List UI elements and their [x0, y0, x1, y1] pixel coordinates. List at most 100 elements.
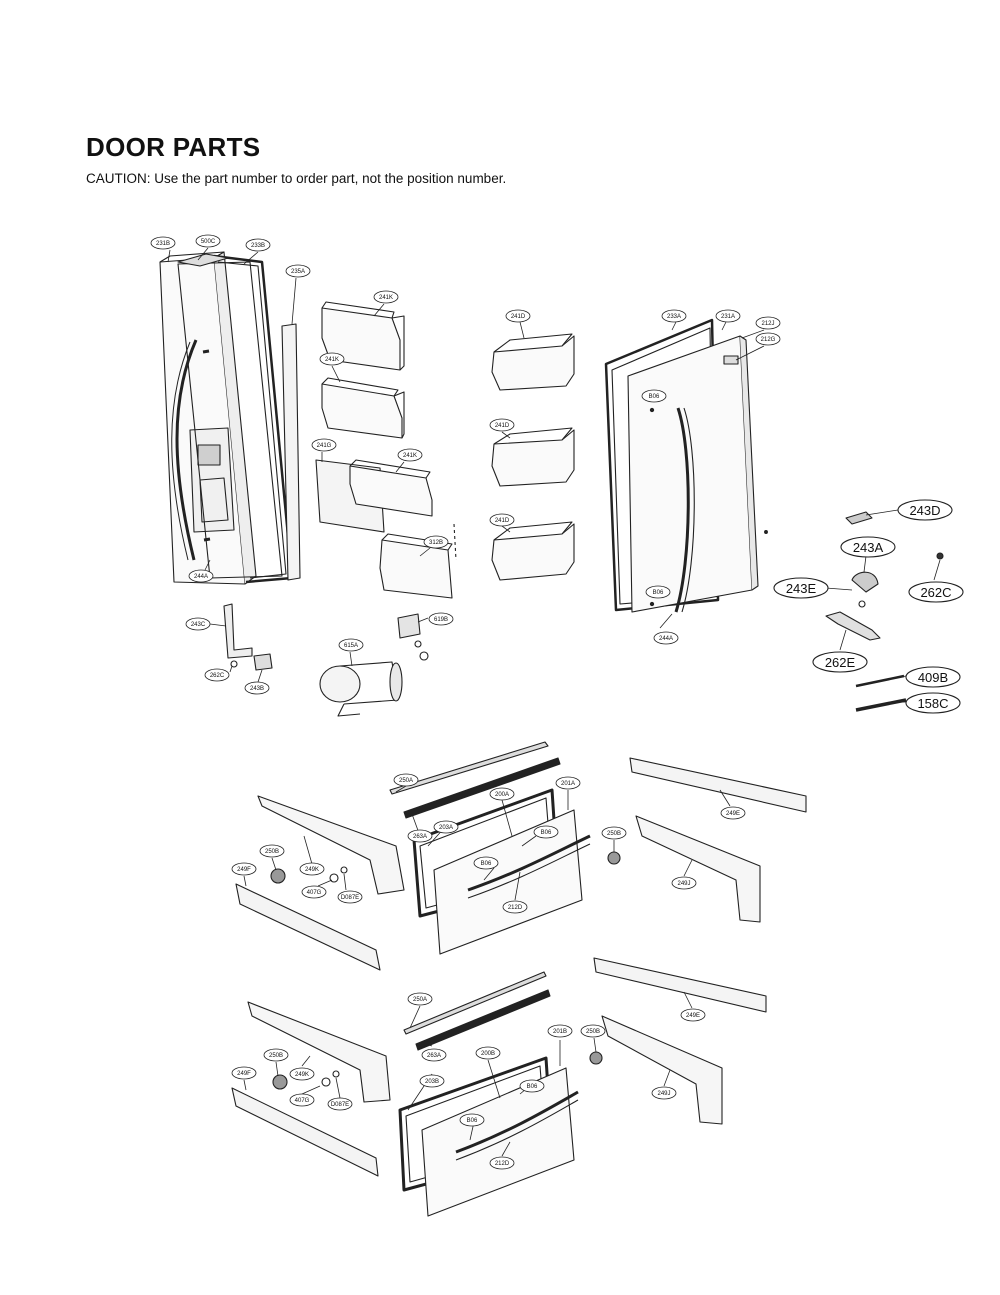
callout-212d-2: 212D	[489, 1156, 515, 1170]
callout-243b: 243B	[244, 681, 270, 695]
callout-bubble	[489, 513, 515, 527]
callout-text: 249F	[237, 867, 251, 873]
callout-text: 500C	[201, 239, 216, 245]
callout-244a-right: 244A	[653, 631, 679, 645]
callout-text: 619B	[434, 617, 448, 623]
callout-bubble	[185, 617, 211, 631]
callout-249e-1: 249E	[720, 806, 746, 820]
callout-text: 262C	[210, 673, 225, 679]
callout-203b: 203B	[419, 1074, 445, 1088]
callout-text: 249K	[305, 867, 319, 873]
callout-text: B06	[527, 1084, 538, 1090]
callout-235a: 235A	[285, 264, 311, 278]
callout-500c: 500C	[195, 234, 221, 248]
page-title: DOOR PARTS	[86, 132, 261, 162]
callout-text: 615A	[344, 643, 358, 649]
callout-text: D087E	[331, 1102, 349, 1108]
callout-text: 231B	[156, 241, 170, 247]
callout-bubble	[421, 1048, 447, 1062]
callout-text: 407G	[295, 1098, 310, 1104]
callout-bubble	[231, 862, 257, 876]
door-bins-left	[315, 301, 457, 599]
callout-text: 241K	[379, 295, 393, 301]
callout-241k-2: 241K	[319, 352, 345, 366]
callout-text: 243A	[853, 540, 884, 555]
callout-text: 250B	[265, 849, 279, 855]
callout-text: 409B	[918, 670, 948, 685]
callout-249j-2: 249J	[651, 1086, 677, 1100]
callout-bubble	[653, 631, 679, 645]
callout-bubble	[533, 825, 559, 839]
callout-bubble	[301, 885, 327, 899]
callout-bubble	[337, 890, 363, 904]
callout-text: 201A	[561, 781, 575, 787]
callout-text: 212G	[761, 337, 776, 343]
callout-243e: 243E	[773, 577, 829, 599]
callout-text: 203B	[425, 1079, 439, 1085]
callout-263a-2: 263A	[421, 1048, 447, 1062]
callout-250a-2: 250A	[407, 992, 433, 1006]
callout-250b-2r: 250B	[580, 1024, 606, 1038]
callout-bubble	[715, 309, 741, 323]
callout-241d-2: 241D	[489, 418, 515, 432]
callout-b06-door-top: B06	[641, 389, 667, 403]
callout-bubble	[259, 844, 285, 858]
callout-bubble	[671, 876, 697, 890]
callout-bubble	[547, 1024, 573, 1038]
door-bins-center	[491, 333, 575, 581]
callout-text: 249J	[677, 881, 690, 887]
callout-233b: 233B	[245, 238, 271, 252]
callout-text: 243D	[909, 503, 940, 518]
callout-text: 212J	[761, 321, 774, 327]
hinge-parts-left	[223, 603, 429, 717]
callout-text: D087E	[341, 895, 359, 901]
callout-text: 231A	[721, 314, 735, 320]
callout-bubble	[473, 856, 499, 870]
callout-249f-1: 249F	[231, 862, 257, 876]
callout-text: 249E	[726, 811, 740, 817]
callout-bubble	[755, 316, 781, 330]
callout-bubble	[231, 1066, 257, 1080]
callout-bubble	[812, 651, 868, 673]
callout-text: 212D	[508, 905, 523, 911]
callout-text: 241D	[511, 314, 526, 320]
callout-200b: 200B	[475, 1046, 501, 1060]
callout-bubble	[489, 787, 515, 801]
callout-bubble	[188, 569, 214, 583]
callout-bubble	[502, 900, 528, 914]
callout-d087e-2: D087E	[327, 1097, 353, 1111]
callout-bubble	[580, 1024, 606, 1038]
callout-text: 249J	[657, 1091, 670, 1097]
callout-bubble	[661, 309, 687, 323]
callout-bubble	[433, 820, 459, 834]
callout-text: B06	[649, 394, 660, 400]
callout-615a: 615A	[338, 638, 364, 652]
callout-203a: 203A	[433, 820, 459, 834]
callout-text: 233B	[251, 243, 265, 249]
leader-lines	[167, 247, 941, 1157]
callout-bubble	[327, 1097, 353, 1111]
callout-bubble	[905, 666, 961, 688]
callout-bubble	[263, 1048, 289, 1062]
callout-250a-1: 250A	[393, 773, 419, 787]
callout-bubble	[505, 309, 531, 323]
callout-text: 250A	[399, 778, 413, 784]
callout-250b-2l: 250B	[263, 1048, 289, 1062]
callout-bubble	[459, 1113, 485, 1127]
callout-text: 250B	[269, 1053, 283, 1059]
callout-text: 233A	[667, 314, 681, 320]
callout-text: 244A	[659, 636, 673, 642]
right-door-assembly	[604, 318, 768, 613]
callout-text: 203A	[439, 825, 453, 831]
callout-b06-door-bottom: B06	[645, 585, 671, 599]
callout-bubble	[289, 1067, 315, 1081]
callout-bubble	[601, 826, 627, 840]
callout-bubble	[311, 438, 337, 452]
drawer-2-assembly	[231, 957, 767, 1217]
callout-text: 250B	[607, 831, 621, 837]
callout-text: 241K	[403, 453, 417, 459]
callout-text: 249F	[237, 1071, 251, 1077]
callout-bubble	[289, 1093, 315, 1107]
callout-233a: 233A	[661, 309, 687, 323]
